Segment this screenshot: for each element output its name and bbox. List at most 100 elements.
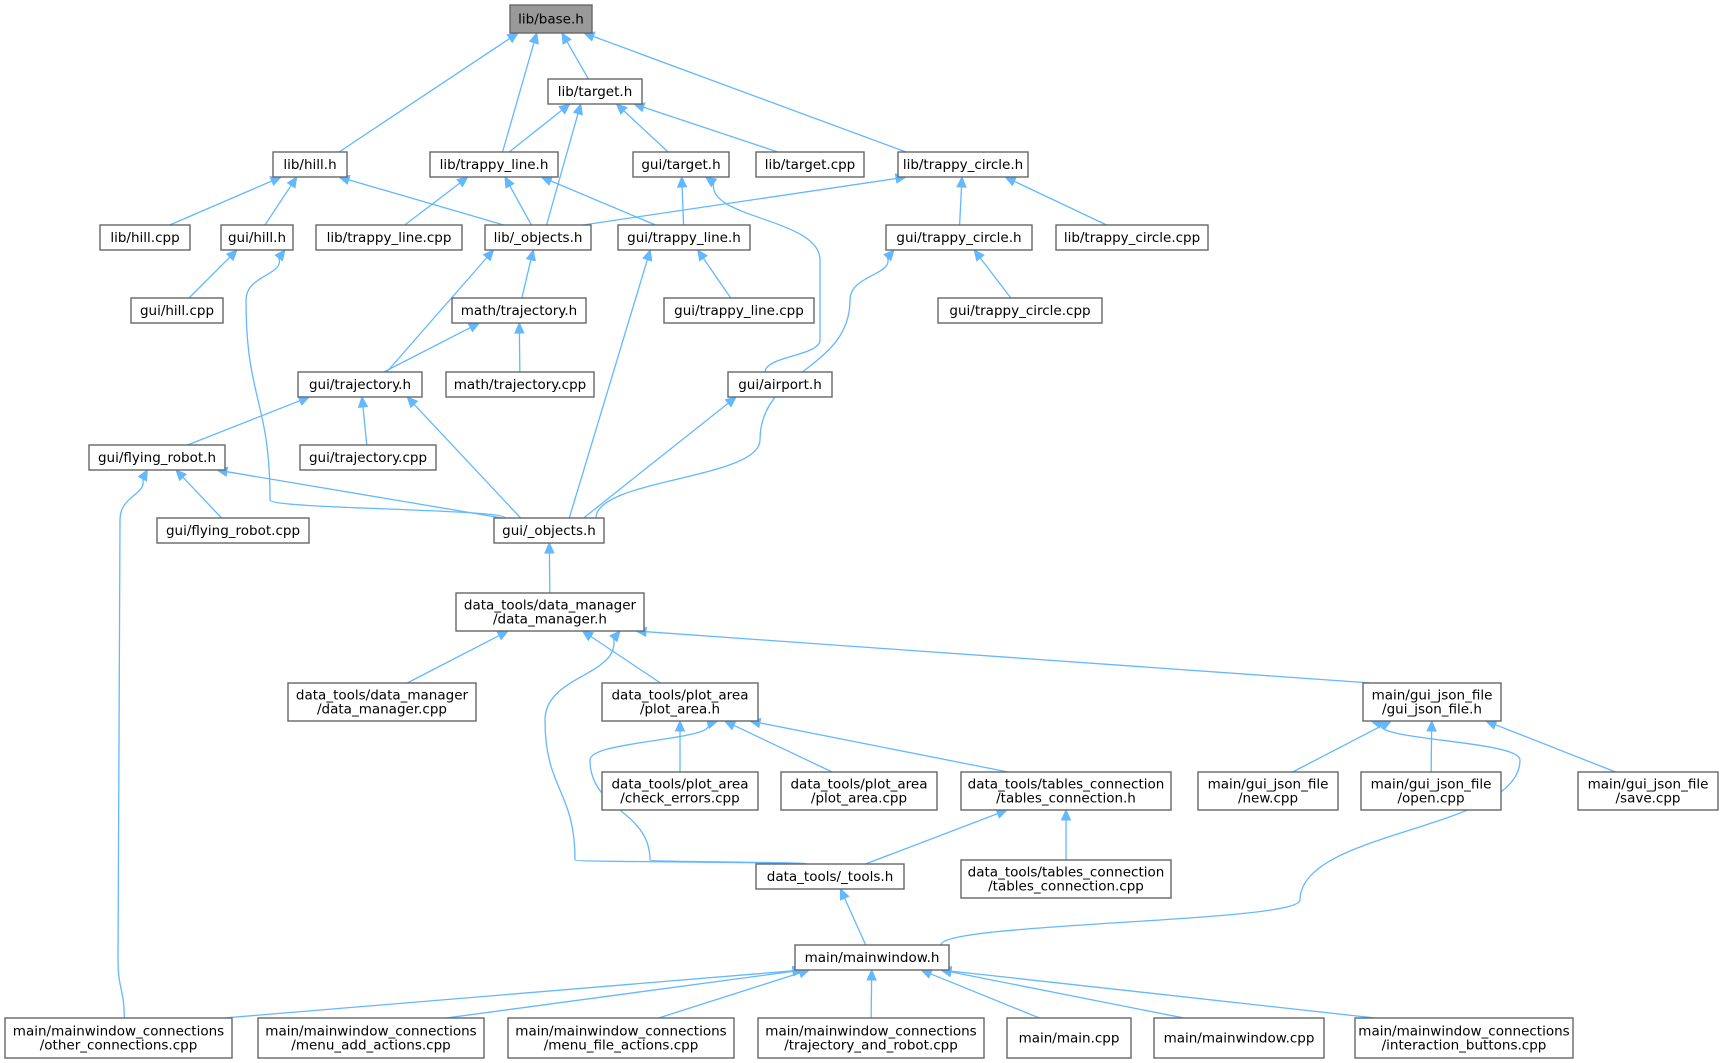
graph-node-label: /tables_connection.h bbox=[996, 791, 1136, 807]
graph-node-label: /open.cpp bbox=[1397, 791, 1464, 807]
graph-node-mainwindow-h[interactable]: main/mainwindow.h bbox=[794, 944, 950, 971]
graph-node-target-h[interactable]: lib/target.h bbox=[547, 78, 643, 105]
graph-node-gui-trappy-line-cpp[interactable]: gui/trappy_line.cpp bbox=[663, 297, 815, 324]
graph-node-box bbox=[897, 151, 1029, 178]
graph-node-box bbox=[220, 224, 294, 251]
graph-node-label: gui/flying_robot.h bbox=[98, 450, 216, 466]
edge-arrowhead bbox=[286, 175, 298, 189]
graph-node-label: data_tools/tables_connection bbox=[968, 865, 1165, 881]
edge-line bbox=[117, 478, 144, 1019]
dependency-edge bbox=[973, 249, 1012, 299]
graph-node-gui-flying-h[interactable]: gui/flying_robot.h bbox=[88, 444, 226, 471]
graph-node-gjf-new-cpp[interactable]: main/gui_json_file/new.cpp bbox=[1197, 771, 1339, 811]
graph-node-gui-airport-h[interactable]: gui/airport.h bbox=[727, 371, 833, 398]
graph-node-label: data_tools/plot_area bbox=[790, 777, 927, 793]
graph-node-tools-h[interactable]: data_tools/_tools.h bbox=[755, 863, 905, 890]
graph-node-dm-cpp[interactable]: data_tools/data_manager/data_manager.cpp bbox=[287, 682, 477, 722]
dependency-edge bbox=[223, 965, 805, 1019]
graph-node-hill-cpp[interactable]: lib/hill.cpp bbox=[99, 224, 191, 251]
graph-node-box bbox=[1354, 1017, 1574, 1059]
edge-arrowhead bbox=[676, 175, 688, 188]
edge-line bbox=[733, 724, 833, 773]
graph-node-label: gui/flying_robot.cpp bbox=[166, 523, 300, 539]
edge-line bbox=[413, 403, 522, 519]
graph-node-mainwindow-cpp[interactable]: main/mainwindow.cpp bbox=[1153, 1017, 1325, 1059]
graph-node-math-traj-cpp[interactable]: math/trajectory.cpp bbox=[445, 371, 595, 398]
graph-node-gui-target-h[interactable]: gui/target.h bbox=[632, 151, 730, 178]
dependency-edge bbox=[508, 103, 571, 153]
edge-arrowhead bbox=[724, 396, 737, 408]
graph-node-box bbox=[960, 771, 1172, 811]
graph-node-box bbox=[299, 444, 437, 471]
graph-node-label: lib/trappy_line.cpp bbox=[327, 230, 452, 246]
graph-node-gui-traj-cpp[interactable]: gui/trajectory.cpp bbox=[299, 444, 437, 471]
edge-line bbox=[940, 723, 1521, 946]
edge-line bbox=[446, 970, 794, 1019]
dependency-edge bbox=[117, 468, 148, 1019]
edge-arrowhead bbox=[973, 249, 985, 262]
graph-node-gui-flying-cpp[interactable]: gui/flying_robot.cpp bbox=[156, 517, 310, 544]
edge-arrowhead bbox=[467, 322, 481, 333]
graph-node-label: main/mainwindow.h bbox=[805, 950, 940, 966]
edge-line bbox=[348, 179, 504, 226]
graph-node-pa-h[interactable]: data_tools/plot_area/plot_area.h bbox=[601, 682, 759, 722]
graph-node-mw-traj-robot-cpp[interactable]: main/mainwindow_connections/trajectory_a… bbox=[757, 1017, 985, 1059]
graph-node-label: /plot_area.cpp bbox=[811, 791, 907, 807]
graph-node-mw-menu-file-cpp[interactable]: main/mainwindow_connections/menu_file_ac… bbox=[507, 1017, 735, 1059]
dependency-edge bbox=[521, 248, 536, 299]
graph-node-label: main/gui_json_file bbox=[1371, 777, 1492, 793]
graph-node-pa-cpp[interactable]: data_tools/plot_area/plot_area.cpp bbox=[780, 771, 938, 811]
graph-node-gjf-save-cpp[interactable]: main/gui_json_file/save.cpp bbox=[1577, 771, 1719, 811]
dependency-edge bbox=[1060, 808, 1072, 860]
graph-node-gui-trappy-circle-h[interactable]: gui/trappy_circle.h bbox=[885, 224, 1033, 251]
graph-node-label: lib/hill.h bbox=[283, 157, 336, 173]
graph-node-mw-menu-add-cpp[interactable]: main/mainwindow_connections/menu_add_act… bbox=[257, 1017, 485, 1059]
edge-line bbox=[950, 970, 1376, 1019]
dependency-edge bbox=[188, 249, 238, 299]
dependency-edge bbox=[939, 965, 1376, 1019]
graph-node-mw-other-cpp[interactable]: main/mainwindow_connections/other_connec… bbox=[4, 1017, 233, 1059]
graph-node-lib-objects-h[interactable]: lib/_objects.h bbox=[484, 224, 592, 251]
graph-node-label: /trajectory_and_robot.cpp bbox=[784, 1038, 958, 1054]
graph-node-trappy-line-cpp[interactable]: lib/trappy_line.cpp bbox=[315, 224, 463, 251]
dependency-edge bbox=[723, 720, 833, 773]
graph-node-main-cpp[interactable]: main/main.cpp bbox=[1006, 1017, 1132, 1059]
graph-node-gui-hill-cpp[interactable]: gui/hill.cpp bbox=[130, 297, 224, 324]
graph-node-gui-traj-h[interactable]: gui/trajectory.h bbox=[297, 371, 423, 398]
graph-node-trappy-circle-cpp[interactable]: lib/trappy_circle.cpp bbox=[1055, 224, 1209, 251]
graph-node-tc-cpp[interactable]: data_tools/tables_connection/tables_conn… bbox=[960, 859, 1172, 899]
graph-node-trappy-circle-h[interactable]: lib/trappy_circle.h bbox=[897, 151, 1029, 178]
graph-node-gui-trappy-line-h[interactable]: gui/trappy_line.h bbox=[617, 224, 751, 251]
dependency-edge bbox=[1484, 719, 1616, 773]
dependency-edge bbox=[383, 322, 481, 373]
dependency-edge bbox=[404, 176, 469, 226]
graph-node-box bbox=[429, 151, 559, 178]
graph-node-tc-h[interactable]: data_tools/tables_connection/tables_conn… bbox=[960, 771, 1172, 811]
graph-node-hill-h[interactable]: lib/hill.h bbox=[272, 151, 348, 178]
graph-node-box bbox=[493, 517, 605, 544]
graph-node-box bbox=[755, 863, 905, 890]
graph-node-gjf-open-cpp[interactable]: main/gui_json_file/open.cpp bbox=[1360, 771, 1502, 811]
edge-arrowhead bbox=[1004, 176, 1017, 187]
graph-node-box bbox=[757, 1017, 985, 1059]
graph-node-dm-h[interactable]: data_tools/data_manager/data_manager.h bbox=[455, 592, 645, 632]
graph-node-label: main/mainwindow_connections bbox=[765, 1024, 976, 1040]
graph-node-base[interactable]: lib/base.h bbox=[509, 4, 593, 34]
graph-node-math-traj-h[interactable]: math/trajectory.h bbox=[451, 297, 587, 324]
graph-node-trappy-line-h[interactable]: lib/trappy_line.h bbox=[429, 151, 559, 178]
edge-line bbox=[509, 185, 532, 226]
graph-node-gui-objects-h[interactable]: gui/_objects.h bbox=[493, 517, 605, 544]
edge-arrowhead bbox=[175, 469, 188, 482]
edge-arrowhead bbox=[561, 31, 572, 45]
edge-arrowhead bbox=[504, 175, 515, 189]
graph-node-gjf-h[interactable]: main/gui_json_file/gui_json_file.h bbox=[1362, 682, 1502, 722]
graph-node-box bbox=[885, 224, 1033, 251]
graph-node-box bbox=[156, 517, 310, 544]
graph-node-label: main/mainwindow_connections bbox=[13, 1024, 224, 1040]
graph-node-pa-check-cpp[interactable]: data_tools/plot_area/check_errors.cpp bbox=[601, 771, 759, 811]
graph-node-gui-hill-h[interactable]: gui/hill.h bbox=[220, 224, 294, 251]
graph-node-mw-interaction-cpp[interactable]: main/mainwindow_connections/interaction_… bbox=[1354, 1017, 1574, 1059]
graph-node-target-cpp[interactable]: lib/target.cpp bbox=[755, 151, 865, 178]
graph-node-gui-trappy-circle-cpp[interactable]: gui/trappy_circle.cpp bbox=[937, 297, 1103, 324]
graph-node-label: gui/hill.cpp bbox=[140, 303, 214, 319]
